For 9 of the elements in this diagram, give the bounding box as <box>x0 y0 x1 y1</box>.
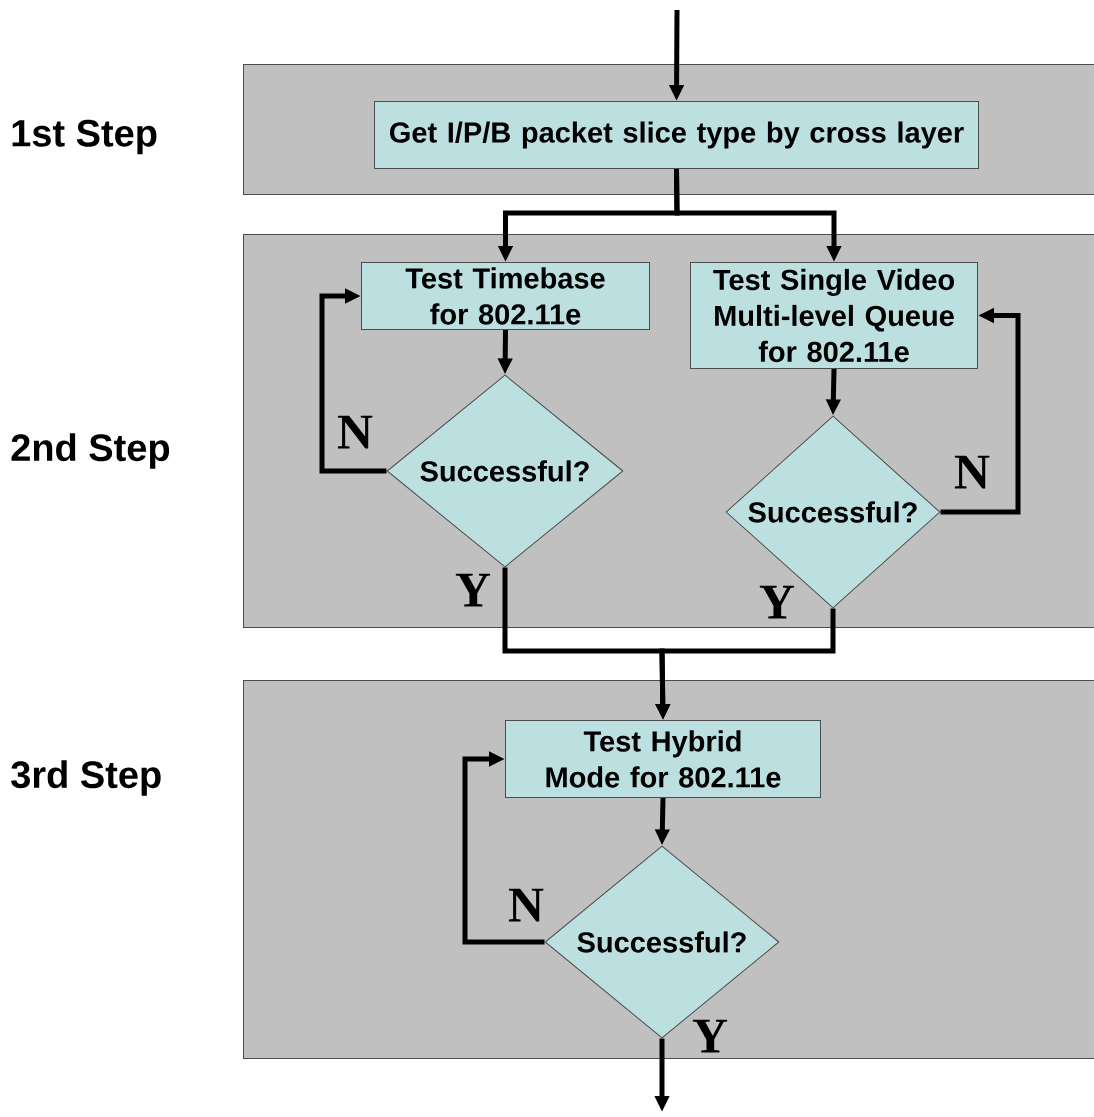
process-box: Test Timebase for 802.11e <box>361 262 650 330</box>
step-label: 2nd Step <box>11 433 170 469</box>
process-box: Test Single Video Multi-level Queue for 802.11e <box>690 262 978 369</box>
arrow <box>462 751 545 945</box>
process-box: Test Hybrid Mode for 802.11e <box>505 720 821 798</box>
arrow <box>319 288 387 474</box>
step-label: 3rd Step <box>11 760 161 796</box>
step-label: 1st Step <box>12 119 157 155</box>
process-box: Get I/P/B packet slice type by cross layer <box>374 101 979 169</box>
